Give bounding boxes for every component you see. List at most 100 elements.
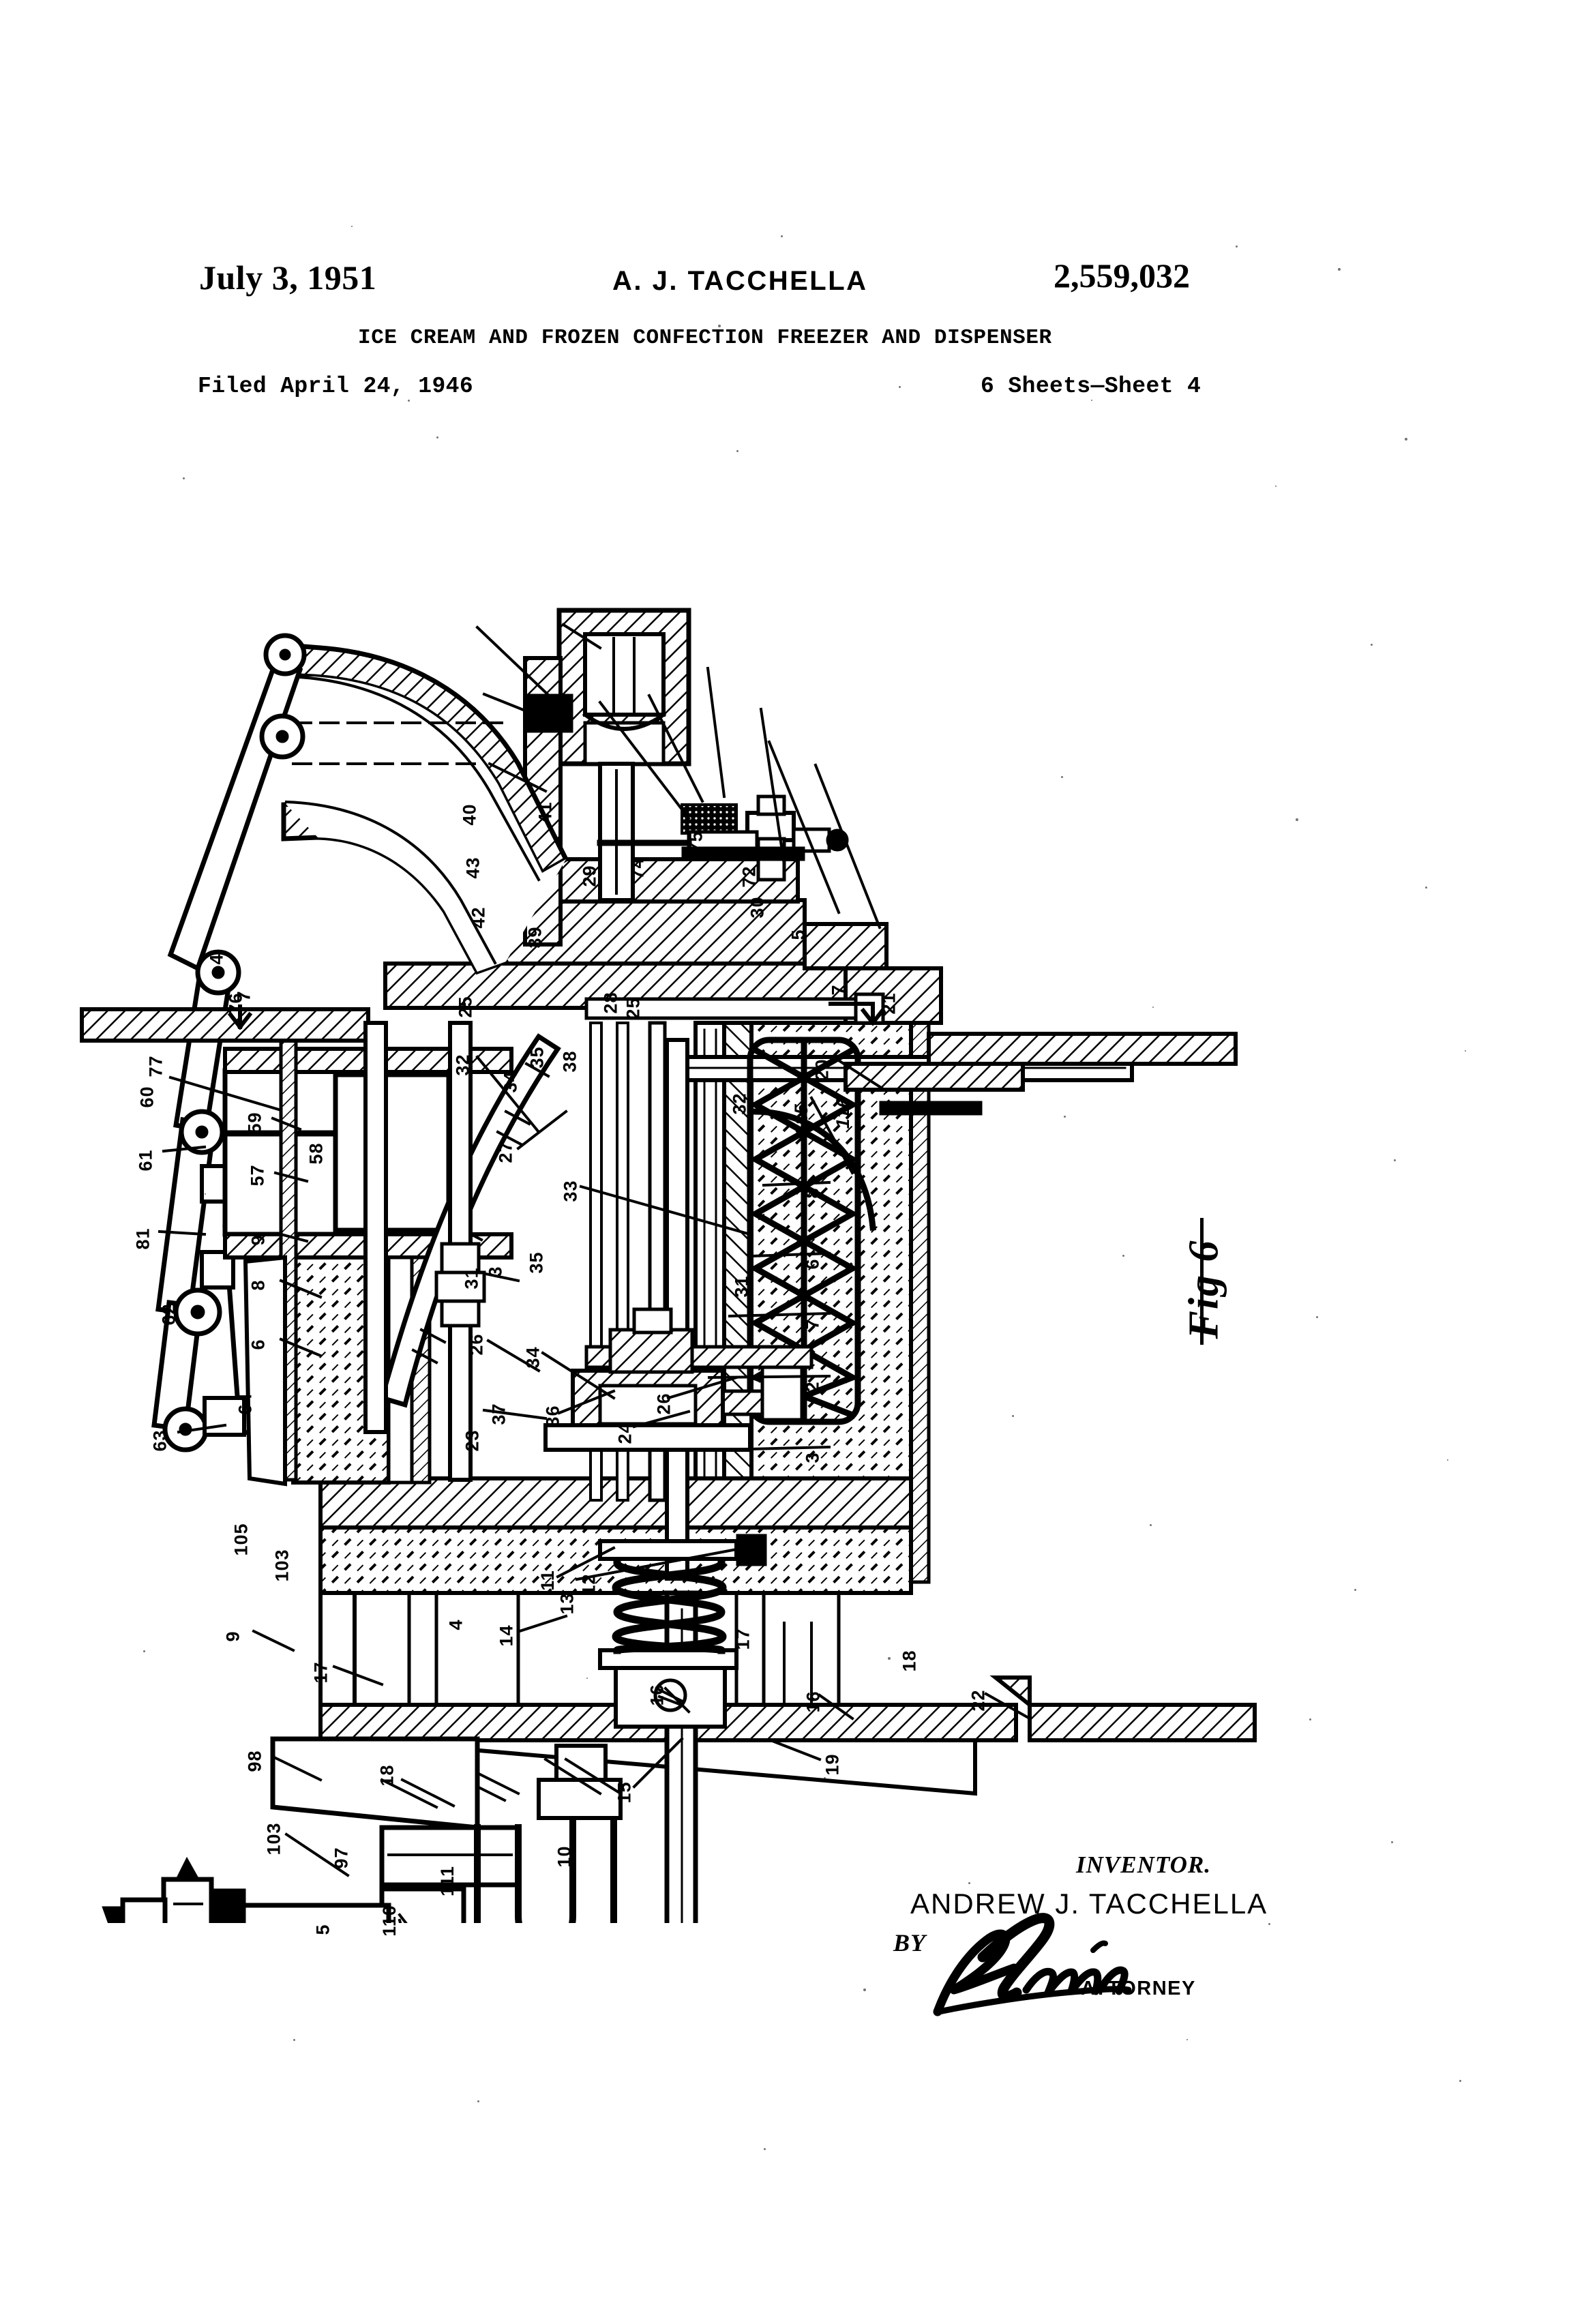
scan-speckle [143, 1650, 145, 1652]
reference-numeral: 77 [147, 1055, 166, 1077]
reference-numeral: 23 [464, 1429, 482, 1451]
scan-speckle [1152, 1007, 1154, 1008]
reference-numeral: 27 [497, 1141, 516, 1163]
reference-numeral: 29 [581, 865, 599, 887]
scan-speckle [1122, 1255, 1124, 1257]
scan-speckle [205, 1193, 206, 1195]
scan-speckle [781, 235, 783, 237]
reference-numeral: 74 [629, 857, 647, 879]
scan-speckle [1275, 486, 1277, 487]
attorney-signature [924, 1909, 1238, 2022]
reference-numeral: 6 [250, 1339, 268, 1350]
reference-numeral: 14 [498, 1624, 516, 1646]
reference-numeral: 8 [250, 1279, 268, 1290]
reference-numeral: 81 [134, 1227, 153, 1249]
scan-speckle [863, 1988, 866, 1991]
reference-numeral: 97 [333, 1847, 351, 1868]
reference-numeral: 9 [224, 1630, 243, 1641]
reference-numeral: 30 [749, 896, 767, 918]
scan-speckle [1338, 268, 1341, 271]
attorney-label: ATTORNEY [1081, 1978, 1196, 2000]
scan-speckle [1316, 1316, 1318, 1318]
scan-speckle [1012, 1415, 1014, 1417]
scan-speckle [736, 450, 738, 452]
reference-numeral: 35 [528, 1251, 546, 1273]
reference-numeral: 63 [151, 1429, 170, 1451]
scan-speckle [183, 477, 185, 479]
reference-numeral: 41 [537, 801, 555, 823]
reference-numeral: 7 [235, 990, 254, 1001]
reference-numeral: 5 [314, 1924, 333, 1935]
reference-numeral: 5 [790, 929, 808, 940]
reference-numeral: 17 [312, 1661, 331, 1683]
reference-numeral: 115 [792, 1101, 811, 1137]
reference-numeral: 32 [731, 1092, 749, 1114]
scan-speckle [1091, 400, 1092, 401]
reference-numeral: 40 [461, 803, 479, 825]
scan-speckle [1447, 1459, 1448, 1461]
sheet-count: 6 Sheets—Sheet 4 [981, 374, 1201, 399]
scan-speckle [1064, 1116, 1066, 1118]
scan-speckle [408, 400, 410, 402]
reference-numeral: 57 [249, 1164, 267, 1186]
scan-speckle [1150, 1524, 1152, 1526]
reference-numeral: 21 [880, 992, 899, 1014]
reference-numeral: 4 [447, 1619, 466, 1630]
reference-numeral: 2 [804, 1381, 822, 1392]
inventor-label: INVENTOR. [1076, 1851, 1211, 1879]
scan-speckle [1309, 1718, 1311, 1720]
reference-numeral: 61 [137, 1149, 155, 1171]
scan-speckle [1354, 1589, 1356, 1591]
scan-speckle [1425, 887, 1427, 889]
scan-speckle [1465, 1050, 1466, 1052]
reference-numeral: 116 [834, 1094, 852, 1130]
scan-speckle [1405, 438, 1407, 441]
reference-numeral: 13 [558, 1592, 577, 1614]
reference-numeral: 12 [580, 1573, 599, 1595]
reference-numeral: 11 [539, 1570, 557, 1591]
by-label: BY [893, 1928, 926, 1957]
reference-numeral: 42 [470, 906, 488, 928]
reference-numeral: 32 [454, 1054, 473, 1075]
figure-label: Fig 6 [1163, 1200, 1245, 1350]
filing-date: Filed April 24, 1946 [198, 374, 473, 399]
reference-numeral: 22 [970, 1689, 988, 1711]
scan-speckle [718, 325, 721, 327]
reference-numeral: 34 [502, 1071, 520, 1092]
reference-numeral: 111 [438, 1866, 457, 1896]
scan-speckle [1371, 644, 1373, 646]
reference-numeral: 37 [490, 1403, 509, 1425]
reference-numeral: 3 [487, 1266, 505, 1277]
scan-speckle [888, 1657, 891, 1660]
scan-speckle [1236, 245, 1238, 248]
reference-numeral: 39 [526, 926, 545, 948]
publication-date: July 3, 1951 [199, 258, 376, 297]
reference-numeral: 7 [804, 1318, 822, 1329]
reference-numeral: 64 [237, 1392, 255, 1414]
reference-numeral: 38 [561, 1050, 580, 1072]
patent-title: ICE CREAM AND FROZEN CONFECTION FREEZER … [358, 326, 1052, 350]
scan-speckle [1296, 818, 1298, 821]
reference-numeral: 28 [602, 992, 621, 1013]
reference-numeral: 25 [457, 996, 475, 1017]
patent-number: 2,559,032 [1054, 256, 1190, 295]
figure-label-underline [1200, 1218, 1204, 1345]
reference-numeral: 10 [556, 1845, 574, 1867]
reference-numeral: 34 [524, 1346, 543, 1368]
reference-numeral: 18 [378, 1764, 397, 1786]
reference-numeral: 105 [233, 1523, 251, 1555]
inventor-header: A. J. TACCHELLA [612, 266, 868, 297]
scan-speckle [1186, 2039, 1188, 2040]
reference-numeral: 62 [160, 1303, 179, 1325]
scan-speckle [1394, 1159, 1396, 1161]
scan-speckle [1459, 2080, 1461, 2082]
scan-speckle [764, 2148, 766, 2150]
reference-numeral: 18 [901, 1650, 919, 1671]
scan-speckle [293, 2039, 295, 2041]
scan-speckle [351, 226, 353, 227]
reference-numeral: 26 [655, 1392, 674, 1414]
reference-numeral: 36 [544, 1405, 563, 1427]
reference-numeral: 98 [246, 1750, 265, 1772]
reference-numeral: 24 [616, 1422, 635, 1444]
